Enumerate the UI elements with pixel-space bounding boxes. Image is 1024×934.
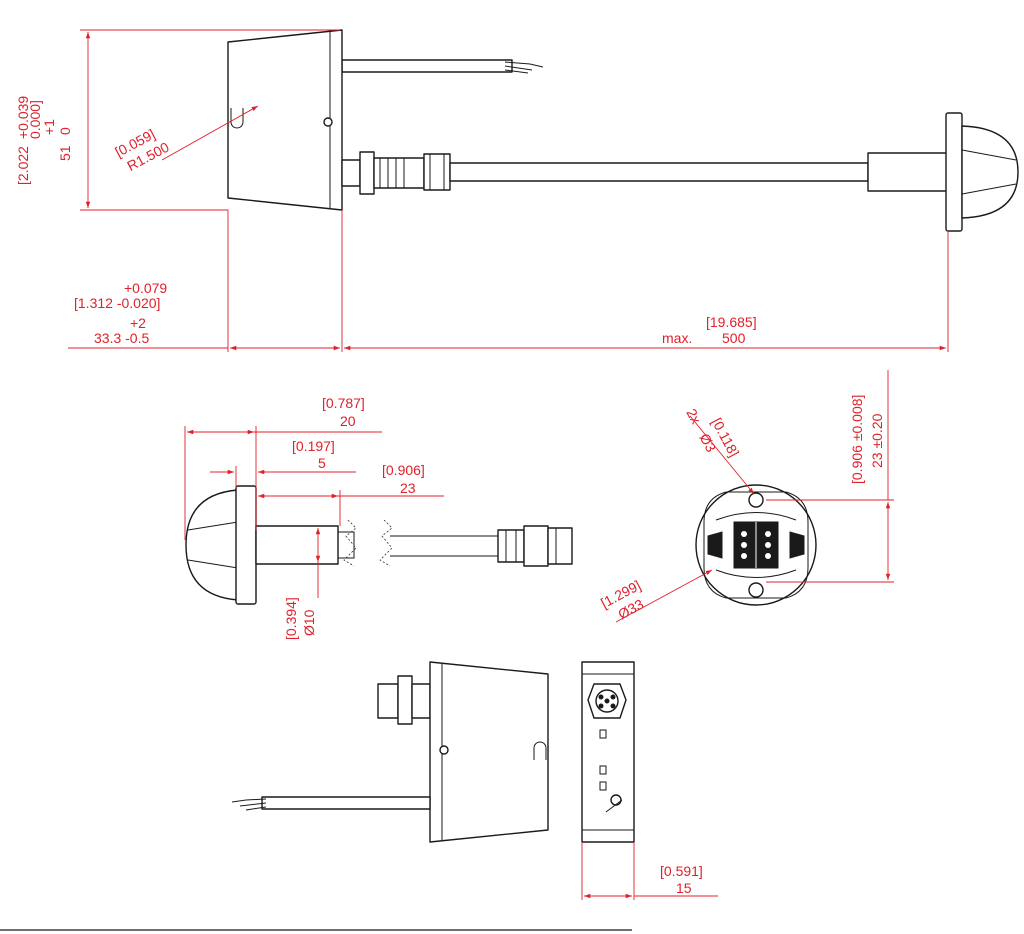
housing-side [429, 661, 549, 843]
length-inch: [19.685] [706, 314, 757, 330]
flange-mm: 5 [318, 455, 326, 471]
lamp-stem [255, 525, 339, 565]
spacing-inch: [0.906 ±0.008] [849, 395, 865, 484]
height-tol-plus: +1 [41, 119, 57, 135]
width-mm: 33.3 -0.5 [94, 330, 149, 346]
housing-side-view [231, 661, 549, 843]
flange-inch: [0.197] [292, 438, 335, 454]
width-inch: [1.312 -0.020] [74, 295, 160, 311]
stem-inch: [0.906] [382, 462, 425, 478]
width-tol-plus-inch: +0.079 [124, 280, 167, 296]
stem-mm: 23 [400, 480, 416, 496]
housing-dimensions: [0.591] 15 [581, 842, 718, 900]
side-view-dimensions: [0.787] 20 [0.197] 5 [0.906] 23 [0.394] … [184, 395, 444, 640]
socket [587, 683, 627, 719]
side-view [185, 485, 573, 605]
label-logo [610, 794, 622, 806]
height-tol-minus-inch: 0.000] [27, 100, 43, 139]
height-inch: [2.022 [15, 146, 31, 185]
lamp-head [867, 112, 1019, 232]
housing-connector [377, 675, 431, 725]
diameter-inch: [0.394] [283, 597, 299, 640]
depth-mm: 15 [676, 880, 692, 896]
cable-break-2 [379, 519, 393, 567]
mounting-slot [230, 108, 244, 129]
height-tol-plus-inch: +0.039 [15, 96, 31, 139]
length-prefix: max. [662, 330, 692, 346]
cable-connector [341, 151, 451, 195]
lamp-dome [185, 489, 239, 601]
holes-count: 2x [683, 406, 704, 427]
supply-wires [341, 59, 544, 74]
housing-end-view [581, 661, 635, 843]
length-mm: 500 [722, 330, 746, 346]
led-array [733, 521, 779, 569]
overall-inch: [0.787] [322, 395, 365, 411]
lamp-flange [235, 485, 257, 605]
spacing-mm: 23 ±0.20 [869, 413, 885, 468]
front-view [695, 484, 817, 606]
cable-break-1 [343, 519, 357, 567]
side-connector [497, 525, 573, 567]
holes-mm: Ø3 [696, 431, 719, 455]
height-mm: 51 [57, 145, 73, 161]
housing-wires [231, 796, 431, 811]
top-view-dimensions: [2.022 +0.039 0.000] +1 51 0 [0.059] R1.… [15, 29, 949, 352]
top-view [227, 29, 1019, 232]
diameter-mm: Ø10 [301, 609, 317, 636]
overall-mm: 20 [340, 413, 356, 429]
mounting-hole [323, 117, 333, 127]
depth-inch: [0.591] [660, 863, 703, 879]
width-tol-plus: +2 [130, 315, 146, 331]
cable [449, 162, 869, 182]
height-tol-minus: 0 [57, 127, 73, 135]
